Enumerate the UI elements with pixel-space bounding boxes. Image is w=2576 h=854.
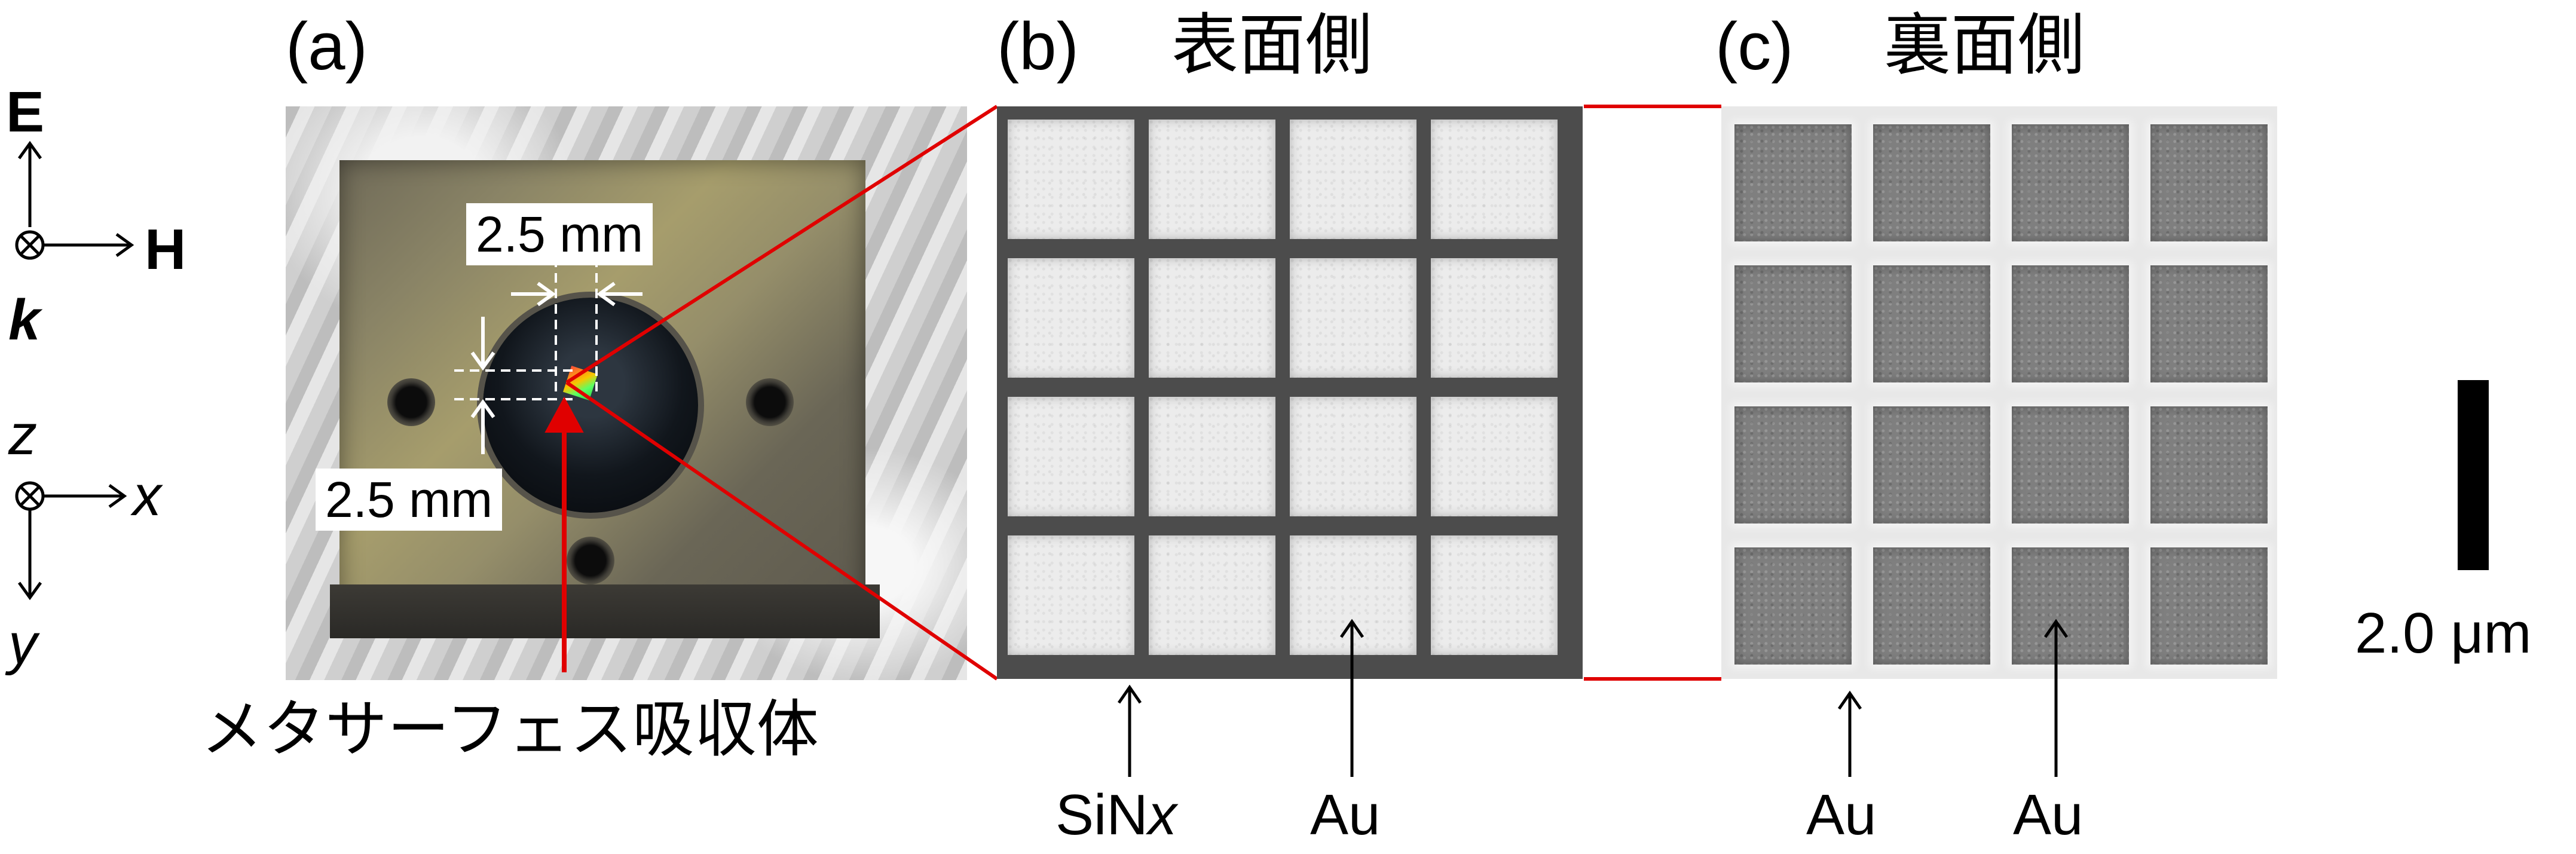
unit-cell: [1149, 120, 1275, 239]
panel-a-label: (a): [286, 9, 368, 84]
back-side-micrograph: [1721, 106, 2277, 679]
screw-hole-left: [387, 378, 435, 426]
holder-edge: [330, 584, 880, 638]
x-axis-label: x: [133, 464, 161, 528]
dim-arrows-left: [470, 317, 495, 454]
unit-cell: [2012, 265, 2129, 382]
zoom-lines: [565, 105, 1721, 681]
unit-cell: [1149, 258, 1275, 378]
unit-cell: [1734, 124, 1852, 241]
panel-c-title: 裏面側: [1884, 7, 2085, 84]
unit-cell: [1290, 397, 1417, 516]
au-label-back-right: Au: [2013, 783, 2084, 847]
z-axis-label: z: [8, 403, 37, 467]
screw-hole-bottom: [567, 537, 614, 584]
unit-cell: [1734, 265, 1852, 382]
unit-cell: [1873, 265, 1990, 382]
y-axis-label: y: [8, 612, 37, 676]
dimension-label-left: 2.5 mm: [316, 469, 503, 531]
unit-cell: [1431, 120, 1558, 239]
e-field-label: E: [6, 80, 45, 144]
field-axes-icon: [15, 140, 134, 260]
unit-cell: [1431, 535, 1558, 655]
scale-bar: [2458, 380, 2489, 570]
unit-cell: [1431, 397, 1558, 516]
unit-cell: [1873, 124, 1990, 241]
sinx-label-main: SiN: [1056, 783, 1148, 847]
aperture: [483, 298, 698, 513]
sinx-label: SiNx: [1056, 786, 1177, 844]
unit-cell: [1149, 397, 1275, 516]
screw-hole-right: [746, 378, 794, 426]
unit-cell: [1431, 258, 1558, 378]
unit-cell: [1008, 397, 1134, 516]
h-field-label: H: [145, 218, 186, 281]
panel-b-label: (b): [997, 9, 1079, 84]
sinx-label-subscript: x: [1148, 783, 1177, 847]
unit-cell: [1008, 535, 1134, 655]
photo-caption: メタサーフェス吸収体: [201, 693, 819, 766]
unit-cell: [1873, 406, 1990, 524]
unit-cell: [2012, 406, 2129, 524]
scale-bar-label: 2.0 μm: [2355, 601, 2532, 665]
au-label-front: Au: [1310, 783, 1381, 847]
unit-cell: [1290, 120, 1417, 239]
unit-cell: [2150, 265, 2268, 382]
unit-cell: [1008, 120, 1134, 239]
unit-cell: [2150, 547, 2268, 665]
front-side-micrograph: [997, 106, 1583, 679]
sample-photo: [286, 106, 967, 680]
panel-b-title: 表面側: [1171, 7, 1372, 84]
panel-c-label: (c): [1715, 9, 1794, 84]
dimension-label-top: 2.5 mm: [466, 203, 653, 265]
unit-cell: [1149, 535, 1275, 655]
unit-cell: [1734, 547, 1852, 665]
red-marker-arrow: [544, 396, 584, 672]
k-vector-label: k: [8, 288, 41, 352]
coordinate-axes-icon: [15, 481, 127, 601]
unit-cell: [2150, 406, 2268, 524]
dim-arrows-top: [511, 281, 643, 307]
unit-cell: [1290, 258, 1417, 378]
unit-cell: [1008, 258, 1134, 378]
unit-cell: [1873, 547, 1990, 665]
unit-cell: [1734, 406, 1852, 524]
unit-cell: [2012, 547, 2129, 665]
unit-cell: [2150, 124, 2268, 241]
unit-cell: [2012, 124, 2129, 241]
au-label-back-left: Au: [1806, 783, 1877, 847]
